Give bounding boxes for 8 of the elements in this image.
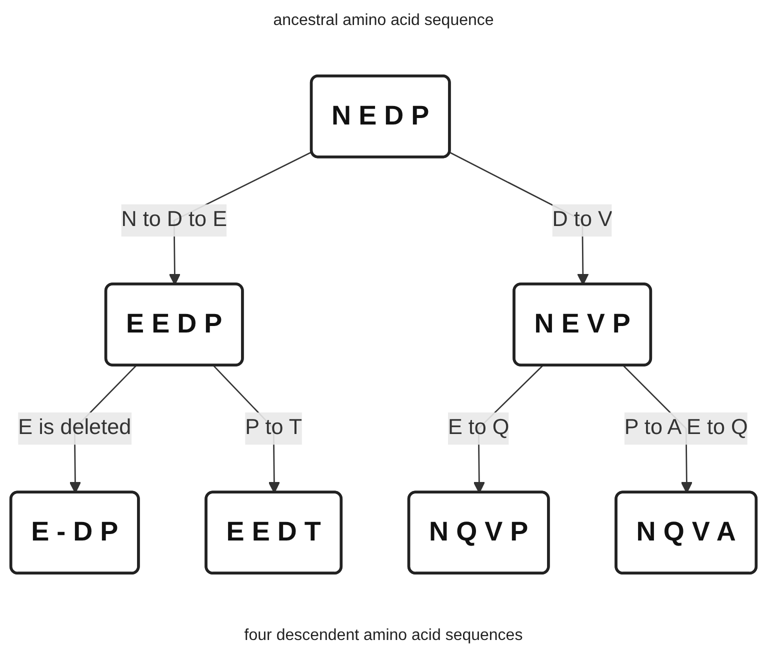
edge-label: E is deleted xyxy=(18,416,132,440)
diagram-title: ancestral amino acid sequence xyxy=(273,12,494,30)
edge-label: P to T xyxy=(245,416,302,440)
edge-label: D to V xyxy=(552,208,612,232)
edge-label: P to A E to Q xyxy=(624,416,748,440)
diagram-caption: four descendent amino acid sequences xyxy=(244,627,523,645)
edge-label: N to D to E xyxy=(121,208,227,232)
edge-label: E to Q xyxy=(448,416,510,440)
